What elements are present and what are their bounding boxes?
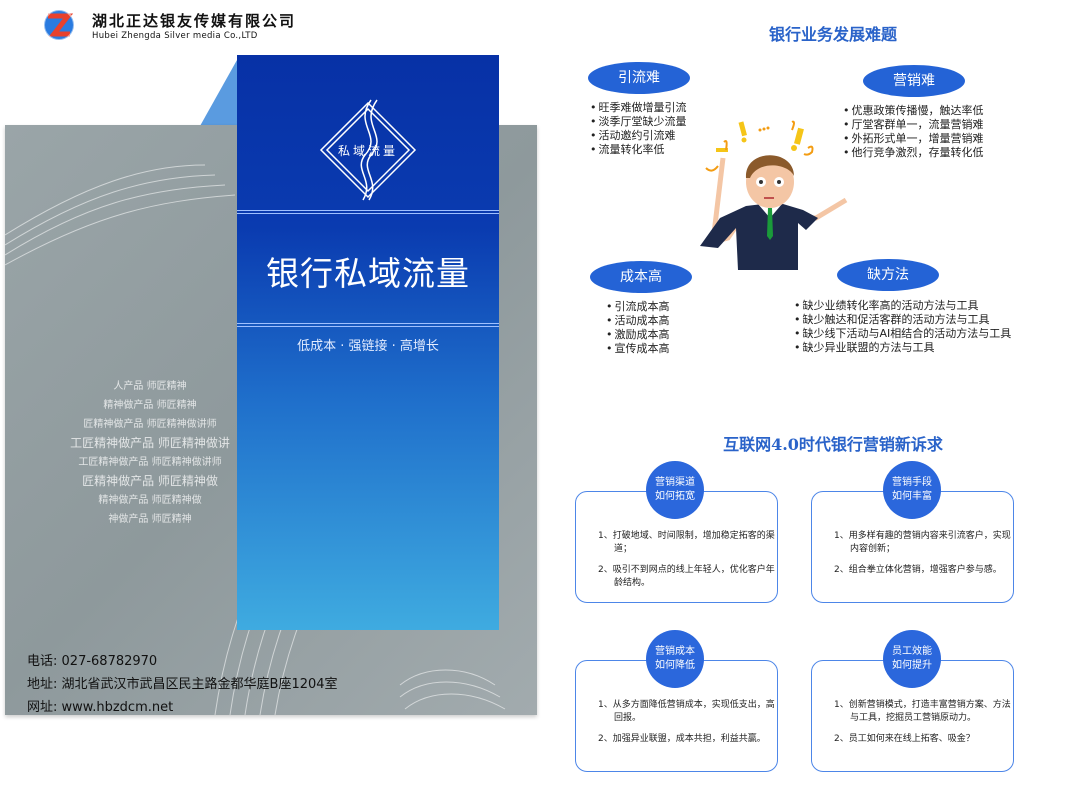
pill-lack-methods: 缺方法	[837, 259, 939, 291]
badge-line: 如何拓宽	[655, 491, 695, 502]
contact-website: 网址: www.hbzdcm.net	[27, 696, 173, 715]
pill-traffic-hard: 引流难	[588, 62, 690, 94]
traffic-hard-list: 旺季难做增量引流淡季厅堂缺少流量活动邀约引流难流量转化率低	[590, 101, 687, 157]
card-item: 1、打破地域、时间限制，增加稳定拓客的渠道；	[598, 531, 775, 554]
badge-line: 营销渠道	[655, 477, 695, 488]
list-item: 引流成本高	[606, 300, 670, 314]
watermark-line: 匠精神做产品 师匠精神做讲师	[83, 419, 217, 430]
decorative-wedge	[200, 60, 237, 126]
list-item: 淡季厅堂缺少流量	[590, 115, 687, 129]
contact-address: 地址: 湖北省武汉市武昌区民主路金都华庭B座1204室	[27, 673, 338, 692]
demand-badge-staff: 员工效能如何提升	[883, 630, 941, 688]
card-item: 2、加强异业联盟，成本共担，利益共赢。	[598, 734, 766, 744]
divider	[237, 210, 499, 214]
watermark-line: 神做产品 师匠精神	[108, 514, 192, 525]
pill-high-cost: 成本高	[590, 261, 692, 293]
list-item: 厅堂客群单一，流量营销难	[843, 118, 984, 132]
card-item: 2、组合拳立体化营销，增强客户参与感。	[834, 565, 1002, 575]
list-item: 宣传成本高	[606, 342, 670, 356]
company-name-cn: 湖北正达银友传媒有限公司	[92, 12, 297, 30]
badge-line: 营销手段	[892, 477, 932, 488]
badge-text: 私域流量	[337, 144, 398, 158]
badge-line: 员工效能	[892, 646, 932, 657]
list-item: 缺少线下活动与AI相结合的活动方法与工具	[794, 327, 1012, 341]
confused-businessman-illustration	[700, 120, 848, 270]
lack-methods-list: 缺少业绩转化率高的活动方法与工具缺少触达和促活客群的活动方法与工具缺少线下活动与…	[794, 299, 1012, 355]
divider	[237, 323, 499, 327]
pill-marketing-hard: 营销难	[863, 65, 965, 97]
address-label: 地址:	[27, 677, 58, 692]
problems-title: 银行业务发展难题	[768, 25, 897, 44]
company-name-en: Hubei Zhengda Silver media Co.,LTD	[92, 31, 258, 41]
marketing-hard-list: 优惠政策传播慢，触达率低厅堂客群单一，流量营销难外拓形式单一，增量营销难他行竞争…	[843, 104, 984, 160]
watermark-line: 工匠精神做产品 师匠精神做讲	[70, 436, 230, 450]
watermark-line: 工匠精神做产品 师匠精神做讲师	[78, 457, 222, 468]
web-value[interactable]: www.hbzdcm.net	[61, 700, 174, 715]
calligraphy-watermark: 人产品 师匠精神 精神做产品 师匠精神 匠精神做产品 师匠精神做讲师 工匠精神做…	[65, 377, 235, 529]
demand-badge-channels: 营销渠道如何拓宽	[646, 461, 704, 519]
diamond-logo-icon	[319, 99, 417, 201]
cover-subtitle: 低成本 · 强链接 · 高增长	[297, 339, 439, 354]
demands-title: 互联网4.0时代银行营销新诉求	[723, 435, 943, 454]
badge-line: 如何提升	[892, 660, 932, 671]
card-item: 2、吸引不到网点的线上年轻人，优化客户年龄结构。	[598, 565, 775, 588]
phone-label: 电话:	[27, 654, 58, 669]
badge-line: 如何降低	[655, 660, 695, 671]
demand-badge-methods: 营销手段如何丰富	[883, 461, 941, 519]
badge-line: 如何丰富	[892, 491, 932, 502]
card-item: 2、员工如何来在线上拓客、吸金？	[834, 734, 975, 744]
watermark-line: 精神做产品 师匠精神	[103, 400, 197, 411]
list-item: 激励成本高	[606, 328, 670, 342]
card-item: 1、创新营销模式，打造丰富营销方案、方法与工具，挖掘员工营销原动力。	[834, 700, 1011, 723]
watermark-line: 精神做产品 师匠精神做	[98, 495, 202, 506]
private-traffic-badge: 私域流量	[313, 95, 423, 205]
list-item: 活动成本高	[606, 314, 670, 328]
card-item: 1、用多样有趣的营销内容来引流客户，实现内容创新；	[834, 531, 1011, 554]
watermark-line: 人产品 师匠精神	[113, 381, 187, 392]
list-item: 他行竞争激烈，存量转化低	[843, 146, 984, 160]
list-item: 外拓形式单一，增量营销难	[843, 132, 984, 146]
contact-phone: 电话: 027-68782970	[27, 650, 157, 669]
phone-value: 027-68782970	[61, 654, 158, 669]
demand-badge-cost: 营销成本如何降低	[646, 630, 704, 688]
watermark-line: 匠精神做产品 师匠精神做	[82, 474, 218, 488]
address-value: 湖北省武汉市武昌区民主路金都华庭B座1204室	[61, 677, 338, 692]
high-cost-list: 引流成本高活动成本高激励成本高宣传成本高	[606, 300, 670, 356]
cover-title: 银行私域流量	[266, 254, 470, 293]
list-item: 缺少业绩转化率高的活动方法与工具	[794, 299, 1011, 313]
list-item: 流量转化率低	[590, 143, 687, 157]
badge-line: 营销成本	[655, 646, 695, 657]
company-logo-icon	[42, 8, 76, 42]
list-item: 旺季难做增量引流	[590, 101, 687, 115]
card-item: 1、从多方面降低营销成本，实现低支出，高回报。	[598, 700, 775, 723]
brochure-cover: 私域流量 银行私域流量 低成本 · 强链接 · 高增长	[237, 55, 499, 630]
list-item: 缺少触达和促活客群的活动方法与工具	[794, 313, 1011, 327]
list-item: 优惠政策传播慢，触达率低	[843, 104, 984, 118]
list-item: 缺少异业联盟的方法与工具	[794, 341, 1011, 355]
list-item: 活动邀约引流难	[590, 129, 687, 143]
web-label: 网址:	[27, 700, 58, 715]
